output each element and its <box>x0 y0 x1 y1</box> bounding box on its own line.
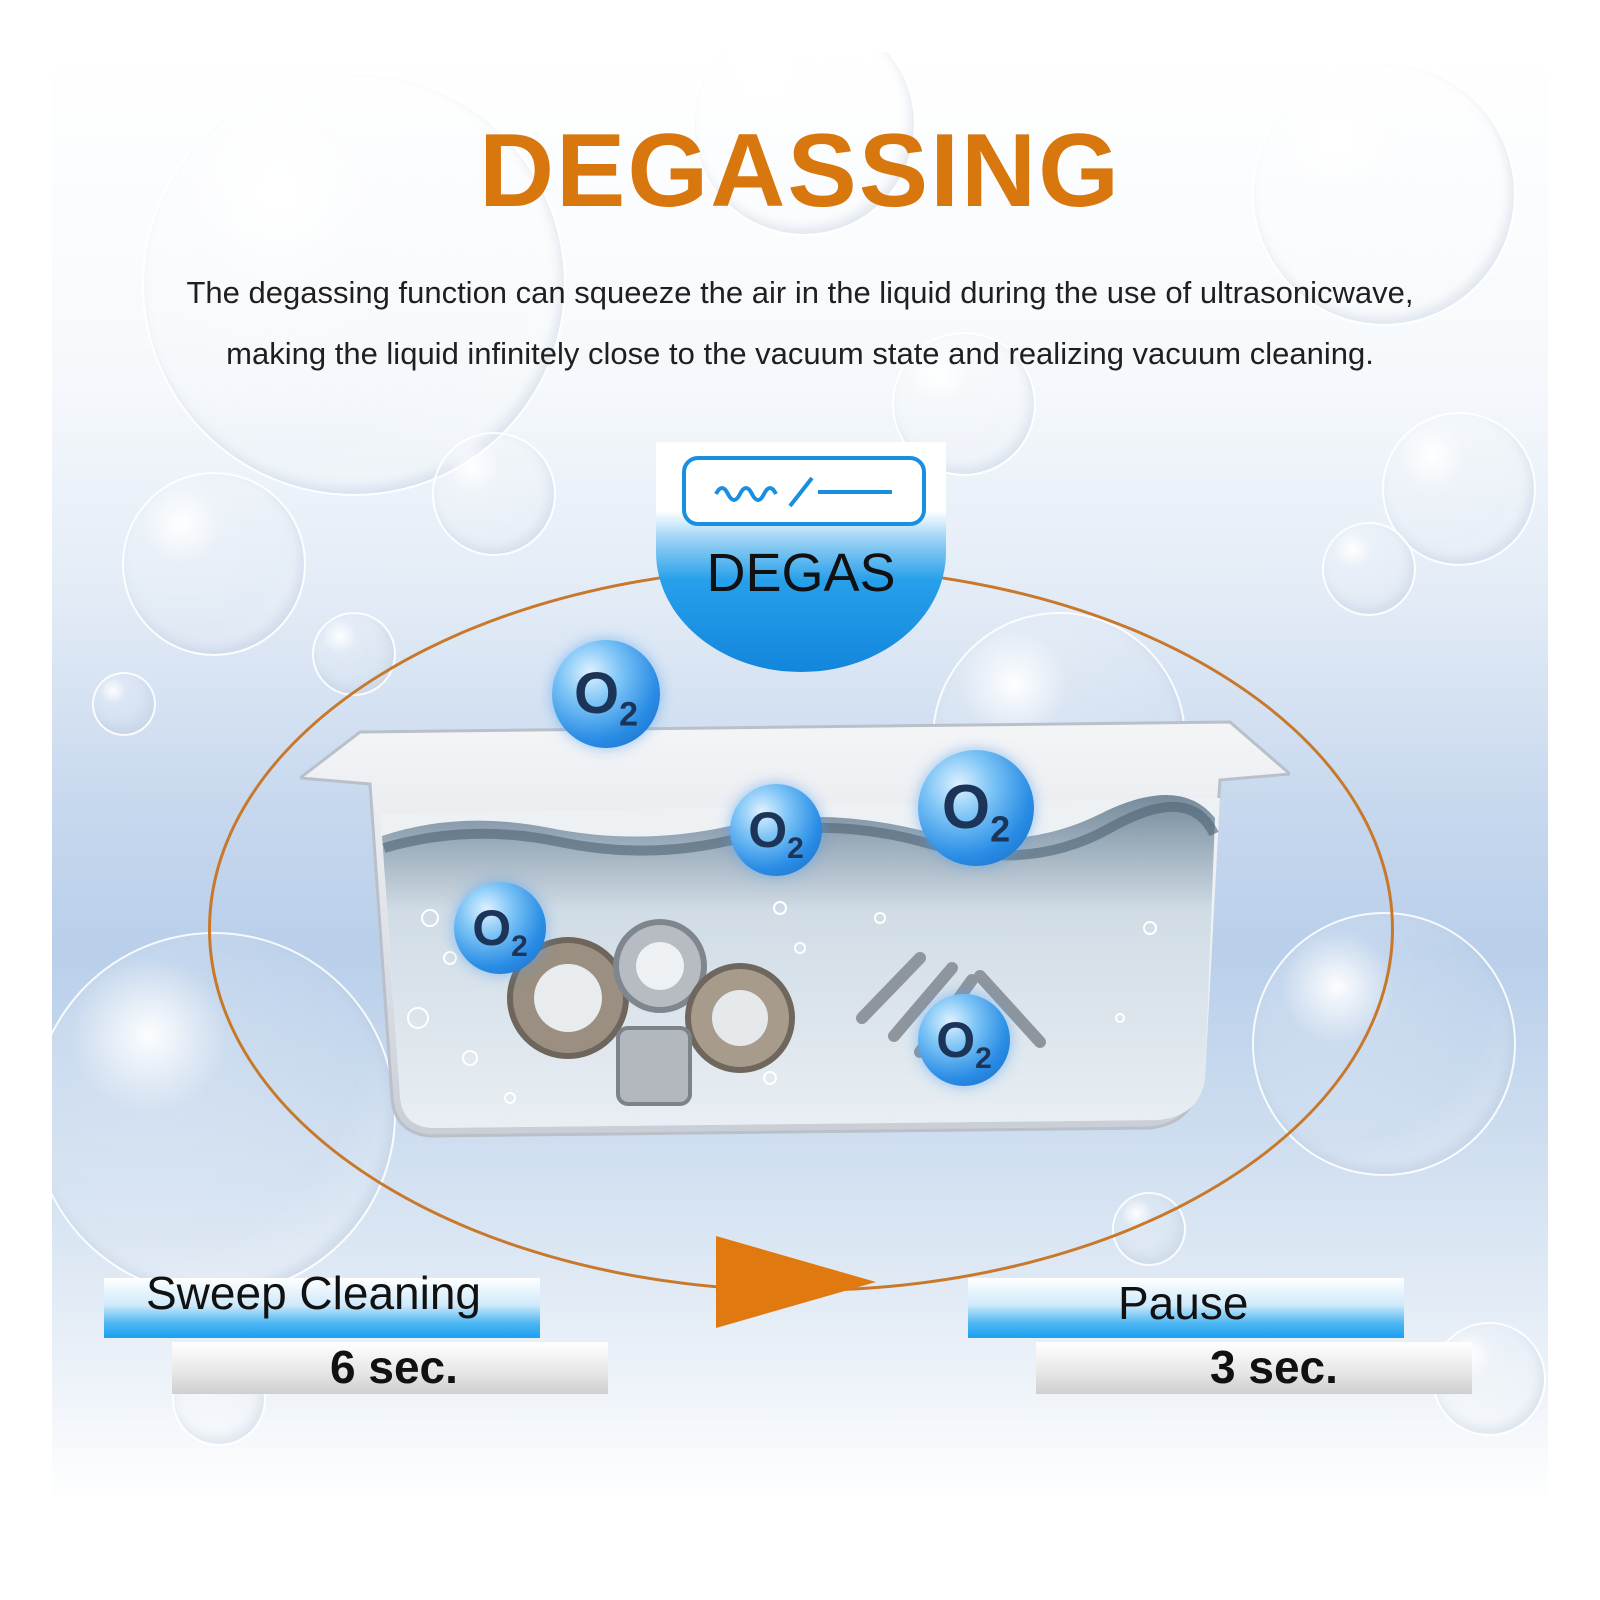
molecule-letter: O <box>936 1012 976 1068</box>
cycle-arrow-icon <box>716 1236 876 1328</box>
pause-label: Pause <box>1118 1277 1249 1329</box>
molecule-subscript: 2 <box>511 930 528 963</box>
molecule-letter: O <box>941 773 991 842</box>
molecule-subscript: 2 <box>787 832 804 865</box>
oxygen-molecule-icon: O2 <box>918 994 1010 1086</box>
oxygen-molecule-icon: O2 <box>454 882 546 974</box>
sweep-duration: 6 sec. <box>330 1341 458 1393</box>
molecule-letter: O <box>472 900 512 956</box>
description-line-2: making the liquid infinitely close to th… <box>226 336 1374 371</box>
degas-badge: DEGAS <box>656 442 946 672</box>
bearing-icon <box>507 937 629 1059</box>
bubble <box>92 672 156 736</box>
pause-duration: 3 sec. <box>1210 1341 1338 1393</box>
bubble <box>692 52 916 236</box>
bearing-icon <box>613 919 707 1013</box>
molecule-letter: O <box>748 802 788 858</box>
cleaning-tank-illustration <box>300 720 1290 1138</box>
bubble <box>142 72 566 496</box>
bubble <box>122 472 306 656</box>
degas-badge-circle: DEGAS <box>656 442 946 672</box>
bubble <box>1252 62 1516 326</box>
description-line-1: The degassing function can squeeze the a… <box>186 275 1414 310</box>
oxygen-molecule-icon: O2 <box>552 640 660 748</box>
molecule-subscript: 2 <box>990 808 1011 850</box>
degas-label: DEGAS <box>706 543 896 603</box>
sweep-duration-bar <box>172 1342 608 1394</box>
molecule-subscript: 2 <box>975 1042 992 1075</box>
molecule-letter: O <box>573 661 620 726</box>
bearing-icon <box>685 963 795 1073</box>
molecule-subscript: 2 <box>619 695 639 734</box>
bubble <box>1382 412 1536 566</box>
sweep-cleaning-label: Sweep Cleaning <box>146 1267 482 1319</box>
sweep-caption-bar <box>104 1278 540 1338</box>
pause-duration-bar <box>1036 1342 1472 1394</box>
oxygen-molecule-icon: O2 <box>918 750 1034 866</box>
pause-caption-bar <box>968 1278 1404 1338</box>
bubble <box>432 432 556 556</box>
water-bubbles <box>407 901 1157 1104</box>
bubble <box>1322 522 1416 616</box>
oxygen-molecule-icon: O2 <box>730 784 822 876</box>
bearing-icon <box>616 1026 692 1106</box>
page-title: DEGASSING <box>478 113 1122 229</box>
degas-wave-icon <box>682 456 926 526</box>
